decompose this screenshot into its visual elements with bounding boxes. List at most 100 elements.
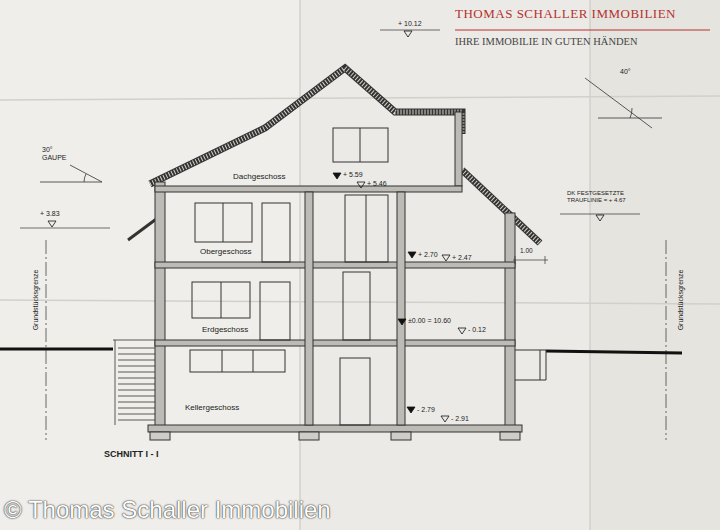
foundation [500, 432, 520, 440]
property-line [666, 240, 667, 440]
walls-and-slabs [455, 112, 462, 186]
level-marker [333, 173, 341, 179]
ground-line [0, 348, 113, 351]
roof-insulation [150, 68, 462, 184]
outside-stair [113, 340, 155, 425]
level-value: - 2.79 [417, 406, 435, 414]
level-value: + 5.59 [343, 171, 363, 179]
roof-insulation [462, 170, 540, 243]
paper [590, 0, 720, 530]
window [345, 195, 388, 262]
angle-value: 30° GAUPE [42, 146, 68, 161]
window [366, 195, 367, 262]
angle-symbol [40, 78, 662, 182]
angle-symbol [40, 182, 102, 183]
walls-and-slabs [148, 425, 522, 432]
outside-stair [115, 340, 116, 425]
level-marker [398, 319, 406, 325]
walls-and-slabs [305, 192, 313, 425]
light-well [515, 350, 546, 380]
level-marker [458, 328, 466, 334]
window [360, 128, 361, 162]
section-title: SCHNITT I - I [104, 450, 159, 460]
level-marker [48, 221, 56, 227]
floor-name: Obergeschoss [200, 248, 252, 257]
paper-fold [0, 300, 720, 304]
level-value: - 2.91 [451, 415, 469, 423]
level-marker [442, 255, 450, 261]
angle-value: 40° [620, 68, 631, 76]
level-marker [441, 416, 449, 422]
floor-name: Kellergeschoss [185, 404, 239, 413]
walls-and-slabs [155, 262, 515, 268]
property-line-label: Grundstücksgrenze [32, 270, 40, 331]
level-marker [404, 31, 412, 37]
dimension-line [515, 256, 516, 264]
window [262, 203, 290, 262]
dimension-line [20, 30, 640, 264]
eave-note: DK FESTGESETZTE TRAUFLINIE = + 4.67 [567, 190, 639, 203]
ground-line [546, 351, 682, 353]
level-value: + 10.12 [398, 20, 422, 28]
foundation [391, 432, 411, 440]
window [343, 272, 370, 340]
dimension-line [545, 256, 546, 264]
window [260, 282, 290, 340]
walls-and-slabs [148, 112, 522, 432]
window [222, 350, 223, 372]
roof-insulation [150, 68, 462, 184]
floor-name: Dachgeschoss [233, 173, 285, 182]
light-well [540, 350, 541, 380]
window [223, 203, 224, 242]
light-well [515, 350, 546, 380]
level-marker [357, 182, 365, 188]
floor-name: Erdgeschoss [202, 326, 248, 335]
level-marker [407, 407, 415, 413]
angle-symbol [84, 174, 86, 182]
walls-and-slabs [155, 340, 515, 346]
dimension-line [560, 214, 640, 215]
property-line-label: Grundstücksgrenze [677, 270, 685, 331]
outside-stair [113, 340, 155, 341]
property-line [46, 240, 666, 440]
level-value: + 3.83 [40, 210, 60, 218]
walls-and-slabs [397, 192, 405, 425]
window [195, 203, 252, 242]
level-value: + 2.47 [452, 254, 472, 262]
dimension-line [513, 260, 548, 261]
window [192, 282, 250, 318]
roof-insulation [462, 170, 540, 243]
walls-and-slabs [505, 213, 515, 432]
dimension-value: 1.00 [520, 247, 533, 254]
foundation [299, 432, 319, 440]
level-marker [48, 31, 604, 422]
walls-and-slabs [155, 182, 165, 432]
slogan: IHRE IMMOBILIE IN GUTEN HÄNDEN [455, 36, 638, 48]
level-value: ±0.00 = 10.60 [408, 317, 451, 325]
roof-insulation [128, 68, 540, 243]
level-value: + 2.70 [418, 251, 438, 259]
window [190, 350, 285, 372]
level-marker [408, 252, 416, 258]
header-rule [455, 30, 710, 31]
level-marker [596, 215, 604, 221]
window [190, 128, 388, 425]
company-name: THOMAS SCHALLER IMMOBILIEN [455, 7, 676, 21]
angle-symbol [70, 165, 102, 182]
level-value: - 0.12 [468, 326, 486, 334]
dimension-line [380, 30, 440, 31]
walls-and-slabs [155, 186, 462, 192]
window [253, 350, 254, 372]
window [333, 128, 388, 162]
paper-fold [589, 0, 591, 530]
level-value: + 5.46 [367, 180, 387, 188]
outside-stair [118, 348, 155, 420]
dimension-line [20, 228, 110, 229]
window [340, 358, 370, 425]
angle-symbol [585, 78, 652, 128]
ground-line [0, 349, 682, 353]
